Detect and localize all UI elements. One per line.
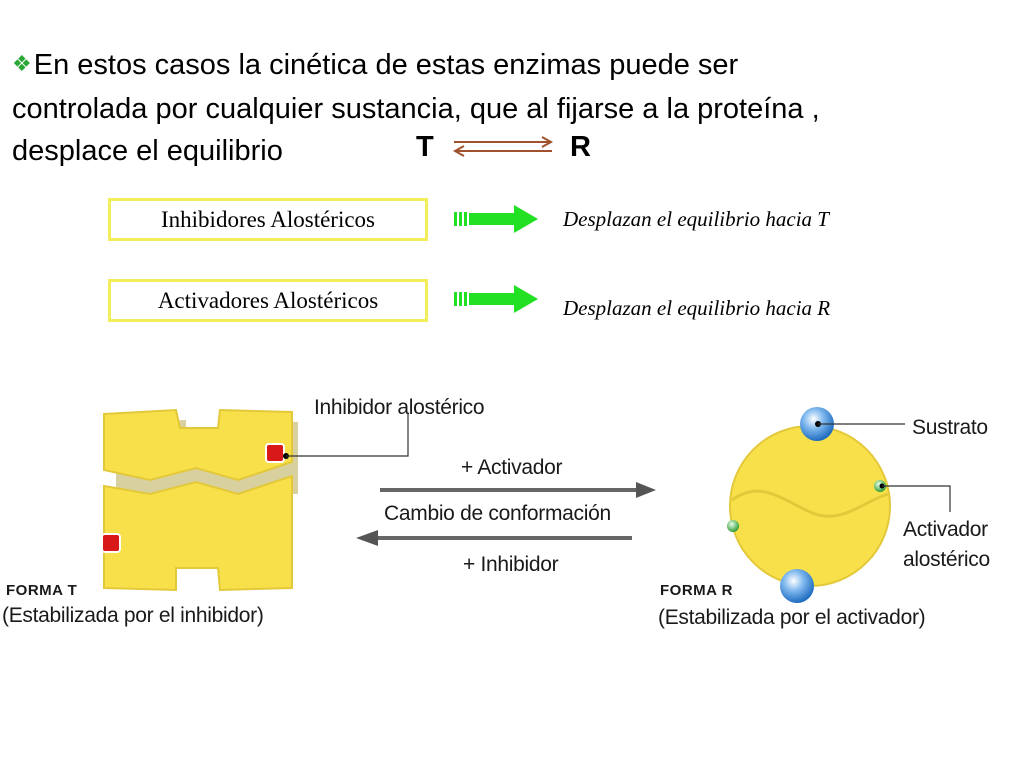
inhibitor-label: Inhibidor alostérico	[314, 396, 485, 419]
conformation-change-label: Cambio de conformación	[384, 502, 611, 525]
equilibrium-t-label: T	[416, 131, 434, 163]
form-t-note: (Estabilizada por el inhibidor)	[2, 604, 264, 627]
intro-line-2: controlada por cualquier sustancia, que …	[12, 93, 820, 125]
intro-line-1-text: En estos casos la cinética de estas enzi…	[33, 49, 739, 81]
green-arrow-icon	[454, 285, 538, 313]
form-r-title: FORMA R	[660, 582, 733, 599]
activators-effect-text: Desplazan el equilibrio hacia R	[563, 296, 831, 320]
inhibitors-effect-text: Desplazan el equilibrio hacia T	[563, 207, 829, 231]
inhibitor-site-icon	[265, 443, 285, 463]
green-arrow-icon	[454, 205, 538, 233]
activator-label-line-2: alostérico	[903, 548, 990, 571]
form-r-note: (Estabilizada por el activador)	[658, 606, 926, 629]
inhibitors-box: Inhibidores Alostéricos	[108, 198, 428, 241]
substrate-label: Sustrato	[912, 416, 988, 439]
activator-icon	[727, 520, 739, 532]
plus-activator-label: + Activador	[461, 456, 563, 479]
equilibrium-r-label: R	[570, 131, 591, 163]
activator-label-line-1: Activador	[903, 518, 988, 541]
intro-paragraph: ❖En estos casos la cinética de estas enz…	[12, 44, 1012, 172]
allosteric-figure	[101, 407, 951, 603]
plus-inhibitor-label: + Inhibidor	[463, 553, 559, 576]
substrate-icon	[780, 569, 814, 603]
equilibrium-arrows-icon	[452, 136, 554, 157]
activators-box: Activadores Alostéricos	[108, 279, 428, 322]
r-form-protein	[727, 407, 951, 603]
t-form-protein	[101, 408, 409, 592]
form-t-title: FORMA T	[6, 582, 78, 599]
equilibrium-row: T R	[0, 126, 1024, 168]
conformation-arrows	[356, 482, 656, 546]
diamond-bullet-icon: ❖	[12, 51, 32, 76]
intro-line-1: ❖En estos casos la cinética de estas enz…	[12, 44, 1012, 88]
intro-line-3: desplace el equilibrio	[12, 135, 283, 167]
inhibitor-site-icon	[101, 533, 121, 553]
